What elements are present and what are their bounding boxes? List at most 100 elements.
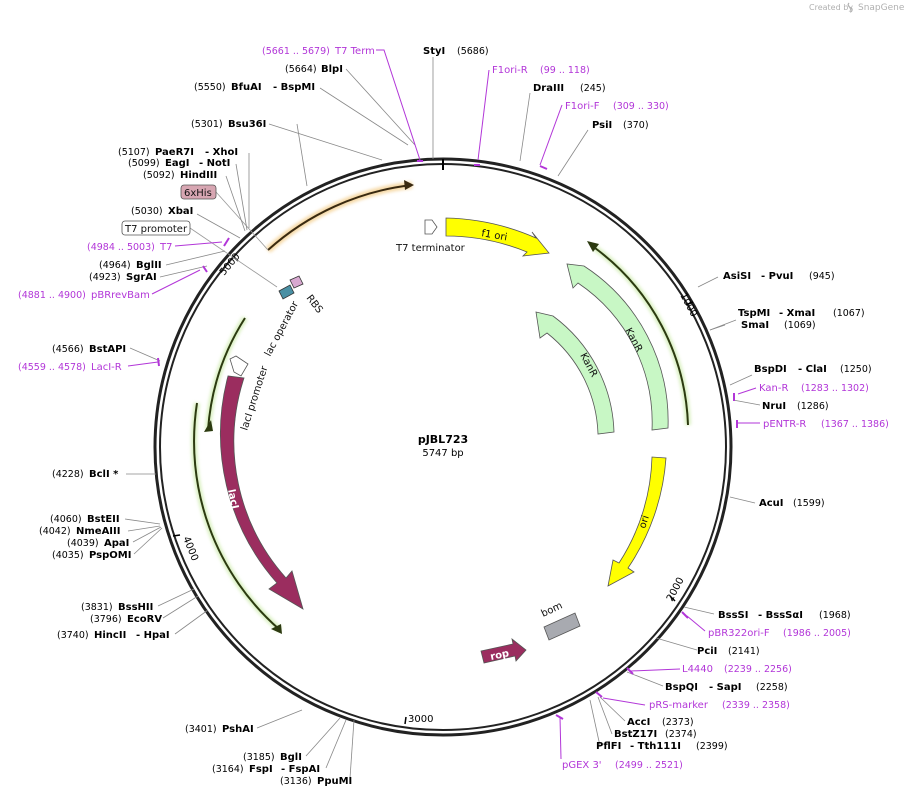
enzyme-pcii-pos: (2141) — [728, 646, 760, 657]
primer-t7-name: T7 — [159, 242, 172, 253]
tick-1000: 1000 — [677, 291, 699, 319]
enzyme-hpai-name: - HpaI — [136, 630, 170, 641]
strand-arrowhead-1 — [587, 241, 599, 252]
enzyme-tth111i-name: - Tth111I — [630, 741, 681, 752]
enzyme-hindiii-pos: (5092) — [143, 170, 175, 181]
enzyme-pshai-pos: (3401) — [185, 724, 217, 735]
enzyme-bsssai-name: - BssSαI — [758, 610, 803, 621]
enzyme-bcli-pos: (4228) — [52, 469, 84, 480]
enzyme-apai-name: ApaI — [104, 538, 129, 549]
enzyme-acci-pos: (2373) — [662, 717, 694, 728]
enzyme-paer7i-name: PaeR7I — [155, 147, 194, 158]
enzyme-hincii-name: HincII — [94, 630, 126, 641]
enzyme-acui-pos: (1599) — [793, 498, 825, 509]
enzyme-clai-name: - ClaI — [798, 364, 827, 375]
enzyme-pspomi-name: PspOMI — [89, 550, 131, 561]
primer-kan-r-name: Kan-R — [759, 383, 788, 394]
enzyme-blpi-name: BlpI — [321, 64, 343, 75]
ori-label: ori — [637, 514, 651, 530]
t7-terminator-feature — [424, 219, 438, 235]
enzyme-bfuai-pos: (5550) — [194, 82, 226, 93]
enzyme-sgrai-name: SgrAI — [126, 272, 157, 283]
rop-label: rop — [489, 648, 510, 663]
f1-ori-label: f1 ori — [480, 228, 508, 243]
primer-f1ori-f-name: F1ori-F — [565, 101, 600, 112]
kanr-outer-feature — [566, 263, 669, 431]
primer-laci-r-range: (4559 .. 4578) — [18, 362, 86, 373]
enzyme-hincii-pos: (3740) — [57, 630, 89, 641]
brand-app: SnapGene — [858, 3, 905, 13]
enzyme-bglii-pos: (4964) — [99, 260, 131, 271]
primer-kan-r-range: (1283 .. 1302) — [801, 383, 869, 394]
enzyme-bstapi-name: BstAPI — [89, 344, 126, 355]
lac-operator-label: lac operator — [263, 299, 302, 358]
enzyme-sgrai-pos: (4923) — [89, 272, 121, 283]
t7-promoter-label: T7 promoter — [124, 224, 188, 235]
enzyme-pflfi-name: PflFI — [596, 741, 621, 752]
enzyme-paer7i-pos: (5107) — [118, 147, 150, 158]
rop-feature — [480, 638, 527, 664]
tick-2000: 2000 — [665, 576, 687, 604]
laci-label: lacI — [225, 488, 240, 510]
rbs-feature — [289, 275, 304, 289]
enzyme-nrui-name: NruI — [762, 401, 786, 412]
primer-f1ori-f-range: (309 .. 330) — [613, 101, 669, 112]
enzyme-bsu36i-pos: (5301) — [191, 119, 223, 130]
primer-pbr322ori-f-range: (1986 .. 2005) — [783, 628, 851, 639]
primer-leaders — [127, 49, 760, 760]
enzyme-bsshii-name: BssHII — [118, 602, 153, 613]
enzyme-styi-name: StyI — [423, 46, 445, 57]
his6-box — [180, 184, 217, 200]
primer-t7term-name: T7 Term — [334, 46, 375, 57]
bom-label: bom — [540, 600, 565, 619]
enzyme-pvui-name: - PvuI — [761, 271, 793, 282]
primer-f1ori-r-range: (99 .. 118) — [540, 65, 590, 76]
enzyme-smai-name: SmaI — [741, 320, 769, 331]
enzyme-fspi-pos: (3164) — [212, 764, 244, 775]
enzyme-nrui-pos: (1286) — [797, 401, 829, 412]
primer-laci-r-name: LacI-R — [91, 362, 122, 373]
plasmid-size: 5747 bp — [422, 448, 463, 459]
primer-f1ori-r-name: F1ori-R — [492, 65, 528, 76]
enzyme-bsu36i-name: Bsu36I — [228, 119, 266, 130]
primer-pentr-r-name: pENTR-R — [763, 419, 806, 430]
enzyme-leaders — [124, 57, 761, 779]
enzyme-ecorv-pos: (3796) — [90, 614, 122, 625]
primer-l4440-name: L4440 — [682, 664, 713, 675]
bom-feature — [543, 612, 581, 641]
enzyme-bglii-name: BglII — [136, 260, 162, 271]
enzyme-sapi-name: - SapI — [709, 682, 741, 693]
enzyme-bcli-name: BclI * — [89, 469, 119, 480]
enzyme-apai-pos: (4039) — [67, 538, 99, 549]
enzyme-nmeaiii-name: NmeAIII — [76, 526, 120, 537]
primer-pbr322ori-f-name: pBR322ori-F — [708, 628, 770, 639]
enzyme-bspdi-pos: (1250) — [840, 364, 872, 375]
enzyme-bfuai-name: BfuAI — [231, 82, 262, 93]
enzyme-bsssi-name: BssSI — [718, 610, 748, 621]
enzyme-smai-pos: (1069) — [784, 320, 816, 331]
enzyme-blpi-pos: (5664) — [285, 64, 317, 75]
leader-t7-promoter — [189, 227, 278, 288]
enzyme-styi-pos: (5686) — [457, 46, 489, 57]
enzyme-eagi-name: EagI — [165, 158, 189, 169]
enzyme-bstapi-pos: (4566) — [52, 344, 84, 355]
enzyme-bspqi-name: BspQI — [665, 682, 698, 693]
enzyme-pcii-name: PciI — [697, 646, 717, 657]
enzyme-bspmi-name: - BspMI — [273, 82, 315, 93]
primer-prs-marker-name: pRS-marker — [649, 700, 709, 711]
enzyme-bspqi-pos: (2258) — [756, 682, 788, 693]
enzyme-psii-name: PsiI — [592, 120, 612, 131]
laci-feature — [220, 375, 304, 610]
enzyme-xmai-name: - XmaI — [779, 308, 815, 319]
enzyme-hindiii-name: HindIII — [180, 170, 217, 181]
rbs-label: RBS — [304, 293, 325, 316]
enzyme-bstz17i-pos: (2374) — [665, 729, 697, 740]
lac-operator-feature — [278, 284, 295, 300]
enzyme-bsteii-pos: (4060) — [50, 514, 82, 525]
leader-6xhis — [215, 191, 269, 251]
t7-terminator-label: T7 terminator — [395, 243, 466, 254]
enzyme-draiii-name: DraIII — [533, 83, 564, 94]
strand-arrowhead-4 — [404, 180, 414, 190]
enzyme-fspi-name: FspI — [249, 764, 273, 775]
enzyme-xhoi-name: - XhoI — [205, 147, 238, 158]
